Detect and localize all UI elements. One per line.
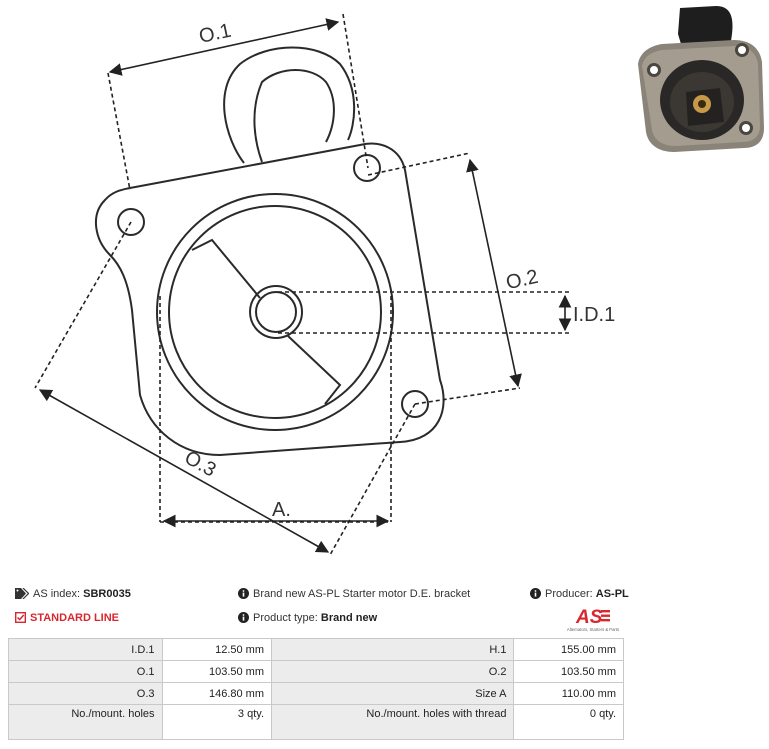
info-icon — [238, 588, 249, 599]
table-row: I.D.1 12.50 mm H.1 155.00 mm — [8, 638, 624, 661]
spec-key: H.1 — [271, 638, 515, 661]
standard-line-label: STANDARD LINE — [30, 612, 120, 624]
product-type-value: Brand new — [320, 612, 378, 624]
mount-hole-left — [117, 208, 145, 236]
spec-value: 110.00 mm — [513, 682, 624, 705]
spec-value: 103.50 mm — [513, 660, 624, 683]
guide-o2-top — [367, 152, 471, 176]
description-text: Brand new AS-PL Starter motor D.E. brack… — [253, 588, 471, 600]
mount-hole-bottom — [401, 390, 429, 418]
label-o2: O.2 — [504, 266, 540, 294]
spec-key: Size A — [271, 682, 515, 705]
technical-drawing: O.1 O.2 I.D.1 O.3 A. — [34, 13, 615, 556]
window-wedge — [191, 238, 342, 405]
checkbox-icon — [15, 612, 26, 623]
guide-o2-bottom — [414, 387, 521, 405]
spec-key: I.D.1 — [8, 638, 163, 661]
guide-o3-right — [329, 403, 416, 556]
logo-text: AS — [575, 607, 603, 628]
mount-hole-top — [353, 154, 381, 182]
description: Brand new AS-PL Starter motor D.E. brack… — [238, 588, 470, 600]
tags-icon — [15, 588, 29, 599]
spec-value: 12.50 mm — [161, 638, 273, 661]
product-type: Product type: Brand new — [238, 612, 377, 624]
center-bore-outer — [249, 285, 303, 339]
producer-value: AS-PL — [595, 588, 629, 600]
producer: Producer: AS-PL — [530, 588, 629, 600]
standard-line: STANDARD LINE — [15, 612, 119, 624]
label-o3: O.3 — [181, 447, 220, 482]
as-pl-logo: AS Alternators, Starters & Parts — [567, 607, 619, 632]
as-index-label: AS index: — [33, 588, 81, 600]
spec-value: 3 qty. — [161, 704, 273, 740]
table-row: O.1 103.50 mm O.2 103.50 mm — [8, 660, 624, 683]
product-type-label: Product type: — [253, 612, 318, 624]
specs-table: I.D.1 12.50 mm H.1 155.00 mm O.1 103.50 … — [8, 638, 624, 740]
table-row: O.3 146.80 mm Size A 110.00 mm — [8, 682, 624, 705]
as-index: AS index: SBR0035 — [15, 588, 131, 600]
outer-ring — [156, 193, 394, 431]
spec-value: 146.80 mm — [161, 682, 273, 705]
table-row: No./mount. holes 3 qty. No./mount. holes… — [8, 704, 624, 740]
spec-key: O.3 — [8, 682, 163, 705]
center-bore-inner — [255, 291, 297, 333]
inner-ring — [168, 205, 382, 419]
spec-value: 0 qty. — [513, 704, 624, 740]
dim-o3 — [38, 389, 330, 553]
info-icon — [530, 588, 541, 599]
guide-o1-right — [342, 13, 369, 169]
as-index-value: SBR0035 — [83, 588, 131, 600]
label-a: A. — [272, 499, 291, 521]
spec-key: No./mount. holes with thread — [271, 704, 515, 740]
producer-label: Producer: — [545, 588, 593, 600]
info-icon — [238, 612, 249, 623]
dim-o1 — [108, 18, 340, 76]
guide-o1-left — [107, 72, 131, 191]
spec-key: No./mount. holes — [8, 704, 163, 740]
bracket-top-ear-inner — [253, 69, 335, 163]
label-id1: I.D.1 — [573, 304, 615, 326]
logo-tagline: Alternators, Starters & Parts — [567, 627, 619, 632]
spec-value: 103.50 mm — [161, 660, 273, 683]
product-photo — [634, 4, 766, 156]
label-o1: O.1 — [197, 20, 233, 48]
spec-key: O.1 — [8, 660, 163, 683]
dim-o2 — [466, 158, 522, 388]
spec-value: 155.00 mm — [513, 638, 624, 661]
spec-key: O.2 — [271, 660, 515, 683]
guide-o3-left — [34, 221, 132, 389]
